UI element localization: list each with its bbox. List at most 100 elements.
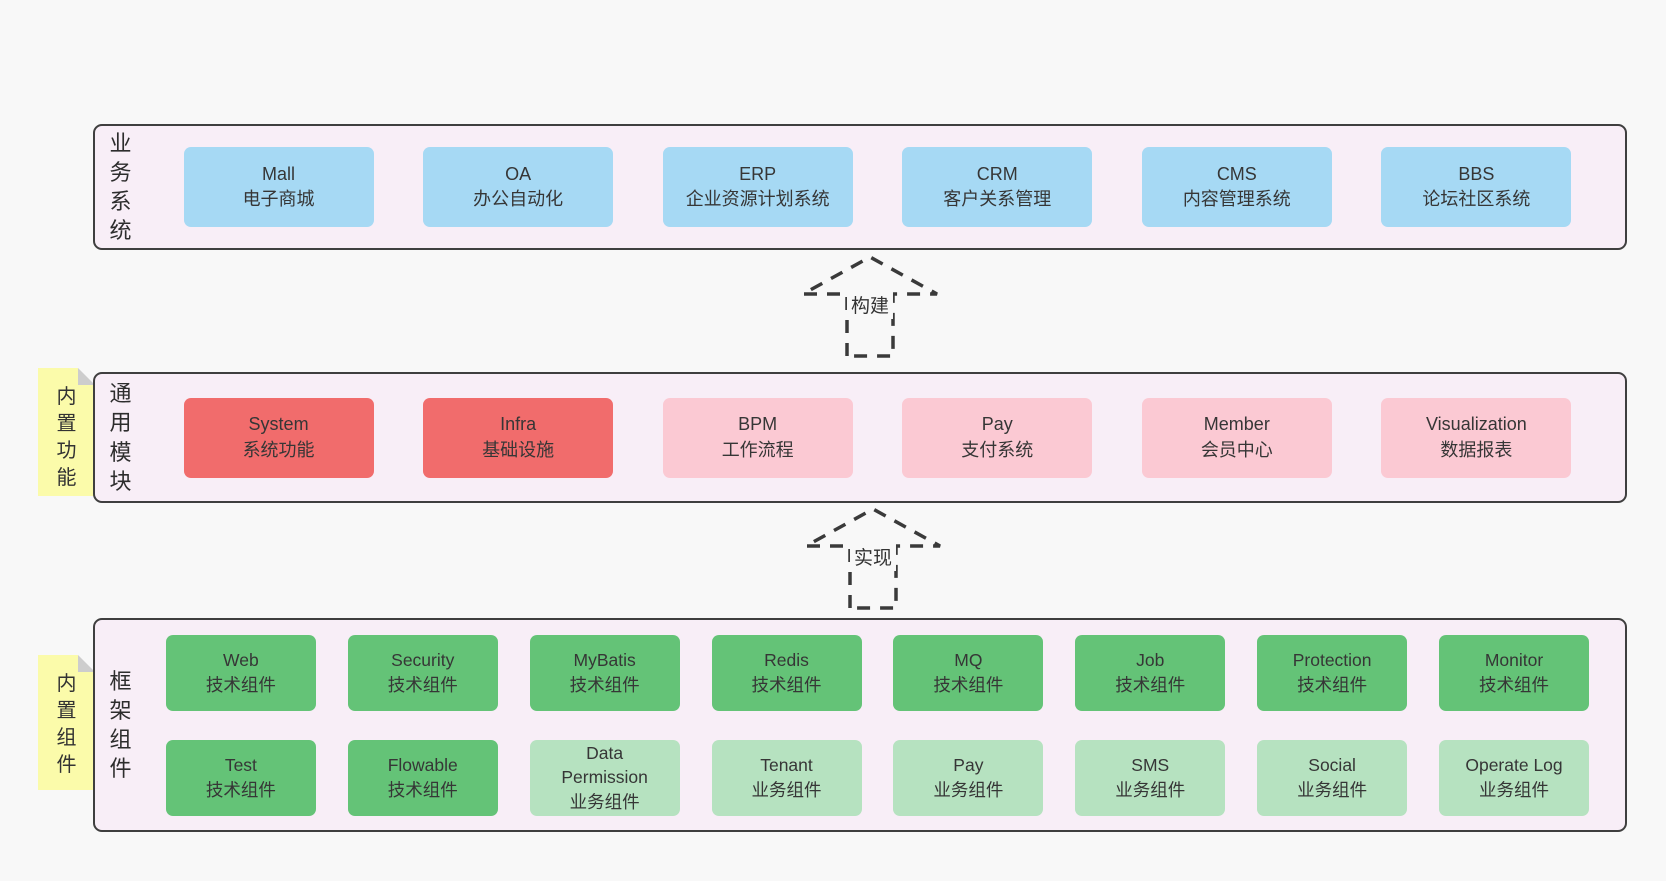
arrow-up-icon bbox=[805, 507, 941, 610]
component-name: Pay bbox=[981, 414, 1013, 435]
component-subtitle: 企业资源计划系统 bbox=[685, 189, 830, 209]
arrow-build: 构建 bbox=[800, 254, 940, 358]
component-name: Flowable bbox=[387, 755, 458, 776]
component-box-flowable: Flowable 技术组件 bbox=[347, 739, 498, 816]
component-subtitle: 系统功能 bbox=[242, 439, 315, 460]
component-name: Operate Log bbox=[1465, 755, 1563, 776]
component-box-visualization: Visualization 数据报表 bbox=[1381, 397, 1572, 478]
component-name: ERP bbox=[739, 163, 777, 184]
layer-boxes: System 系统功能 Infra 基础设施 BPM 工作流程 Pay 支付系统 Member 会… bbox=[134, 374, 1625, 501]
component-name: Security bbox=[391, 650, 455, 671]
sticky-note-text: 内置组件 bbox=[56, 673, 77, 776]
component-name: BPM bbox=[738, 414, 778, 435]
component-box-redis: Redis 技术组件 bbox=[711, 634, 862, 711]
component-subtitle: 基础设施 bbox=[482, 439, 555, 460]
component-subtitle: 业务组件 bbox=[1115, 779, 1186, 800]
component-subtitle: 技术组件 bbox=[1115, 674, 1186, 695]
sticky-note-text: 内置功能 bbox=[56, 386, 77, 489]
component-name: Protection bbox=[1292, 650, 1372, 671]
component-subtitle: 论坛社区系统 bbox=[1422, 189, 1531, 209]
arrow-implement: 实现 bbox=[803, 506, 943, 610]
component-box-operate-log: Operate Log 业务组件 bbox=[1439, 739, 1589, 816]
component-box-bpm: BPM 工作流程 bbox=[662, 397, 853, 478]
component-subtitle: 数据报表 bbox=[1440, 439, 1513, 460]
component-subtitle: 技术组件 bbox=[1297, 674, 1368, 695]
component-box-monitor: Monitor 技术组件 bbox=[1439, 634, 1589, 711]
component-subtitle: 工作流程 bbox=[721, 439, 794, 460]
component-name: CMS bbox=[1216, 163, 1257, 184]
component-subtitle: 办公自动化 bbox=[473, 189, 564, 209]
component-name: SMS bbox=[1131, 755, 1170, 776]
component-name: Pay bbox=[953, 755, 984, 776]
component-name: Monitor bbox=[1484, 650, 1544, 671]
component-subtitle: 支付系统 bbox=[961, 439, 1034, 460]
component-box-infra: Infra 基础设施 bbox=[423, 397, 614, 478]
component-box-system: System 系统功能 bbox=[183, 397, 374, 478]
component-name: Infra bbox=[500, 414, 537, 435]
component-box-oa: OA 办公自动化 bbox=[423, 147, 614, 227]
component-subtitle: 业务组件 bbox=[569, 791, 640, 812]
component-box-data-permission: Data Permission 业务组件 bbox=[529, 739, 680, 816]
component-box-test: Test 技术组件 bbox=[165, 739, 316, 816]
layer-label-framework-components: 框架组件 bbox=[109, 668, 133, 782]
component-box-pay: Pay 支付系统 bbox=[902, 397, 1093, 478]
sticky-note-builtin-features: 内置功能 bbox=[38, 368, 95, 496]
component-name: Data Permission bbox=[561, 743, 648, 788]
component-box-mq: MQ 技术组件 bbox=[893, 634, 1044, 711]
component-subtitle: 技术组件 bbox=[205, 674, 276, 695]
component-subtitle: 技术组件 bbox=[387, 674, 458, 695]
sticky-note-builtin-components: 内置组件 bbox=[38, 655, 95, 790]
component-name: MQ bbox=[954, 650, 983, 671]
component-name: Visualization bbox=[1426, 414, 1527, 435]
component-name: OA bbox=[505, 163, 532, 184]
component-box-tenant: Tenant 业务组件 bbox=[711, 739, 862, 816]
component-subtitle: 技术组件 bbox=[751, 674, 822, 695]
component-subtitle: 技术组件 bbox=[569, 674, 640, 695]
component-subtitle: 业务组件 bbox=[1297, 779, 1368, 800]
component-name: Job bbox=[1136, 650, 1165, 671]
component-name: BBS bbox=[1458, 163, 1495, 184]
layer-label-common-modules: 通用模块 bbox=[109, 381, 133, 494]
component-box-bbs: BBS 论坛社区系统 bbox=[1381, 147, 1572, 227]
component-name: MyBatis bbox=[573, 650, 636, 671]
component-box-job: Job 技术组件 bbox=[1075, 634, 1226, 711]
component-subtitle: 技术组件 bbox=[387, 779, 458, 800]
component-box-social: Social 业务组件 bbox=[1257, 739, 1408, 816]
component-subtitle: 技术组件 bbox=[933, 674, 1004, 695]
arrow-build-label: 构建 bbox=[846, 290, 894, 319]
component-subtitle: 会员中心 bbox=[1200, 439, 1273, 460]
component-name: Redis bbox=[764, 650, 809, 671]
component-subtitle: 业务组件 bbox=[751, 779, 822, 800]
component-subtitle: 业务组件 bbox=[933, 779, 1004, 800]
layer-common-modules: 通用模块 System 系统功能 Infra 基础设施 BPM 工作流程 Pay 支付系统 Me… bbox=[93, 372, 1627, 503]
component-box-mybatis: MyBatis 技术组件 bbox=[529, 634, 680, 711]
component-name: Mall bbox=[262, 163, 296, 184]
component-box-pay: Pay 业务组件 bbox=[893, 739, 1044, 816]
component-name: Social bbox=[1308, 755, 1356, 776]
component-name: Tenant bbox=[760, 755, 813, 776]
component-name: Member bbox=[1203, 414, 1270, 435]
component-name: Test bbox=[224, 755, 257, 776]
component-subtitle: 技术组件 bbox=[1479, 674, 1549, 695]
component-box-sms: SMS 业务组件 bbox=[1075, 739, 1226, 816]
component-box-protection: Protection 技术组件 bbox=[1257, 634, 1408, 711]
component-row: System 系统功能 Infra 基础设施 BPM 工作流程 Pay 支付系统 Member 会… bbox=[134, 374, 1621, 501]
component-subtitle: 技术组件 bbox=[205, 779, 276, 800]
component-box-erp: ERP 企业资源计划系统 bbox=[662, 147, 853, 227]
component-name: System bbox=[248, 414, 309, 435]
arrow-implement-label: 实现 bbox=[849, 542, 897, 571]
component-subtitle: 业务组件 bbox=[1479, 779, 1549, 800]
component-box-security: Security 技术组件 bbox=[347, 634, 498, 711]
arrow-up-icon bbox=[802, 255, 938, 358]
